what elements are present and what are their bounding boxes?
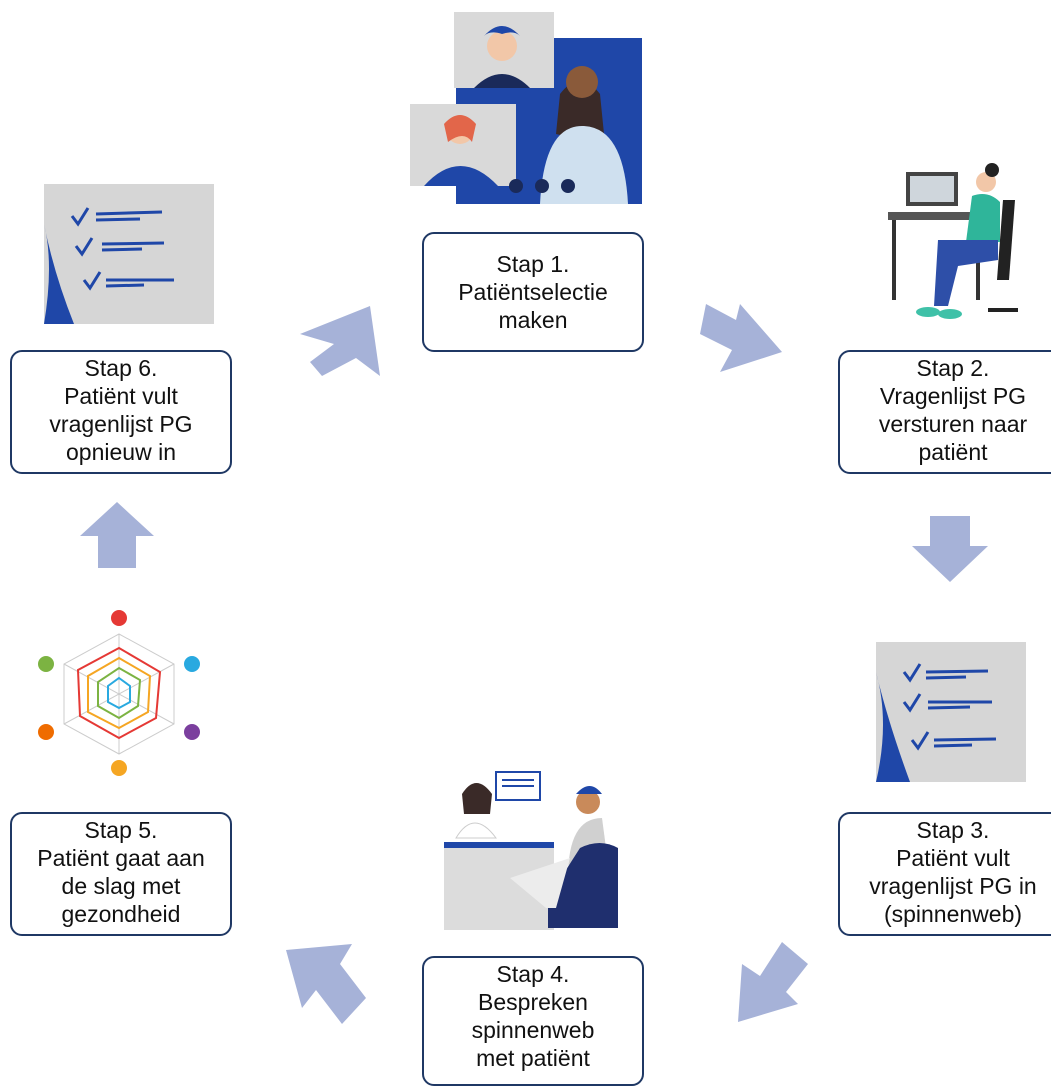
arrow-6-to-1 <box>300 306 380 376</box>
video-call-illustration <box>410 12 642 204</box>
checklist-illustration-2 <box>876 642 1026 782</box>
step-6-box: Stap 6. Patiënt vult vragenlijst PG opni… <box>10 350 232 474</box>
step-2-box: Stap 2. Vragenlijst PG versturen naar pa… <box>838 350 1051 474</box>
computer-work-illustration <box>888 163 1018 319</box>
spider-web-chart-illustration <box>38 610 200 776</box>
step-5-box: Stap 5. Patiënt gaat aan de slag met gez… <box>10 812 232 936</box>
step-4-box: Stap 4. Bespreken spinnenweb met patiënt <box>422 956 644 1086</box>
arrow-3-to-4 <box>738 942 808 1022</box>
arrow-2-to-3 <box>912 516 988 582</box>
consultation-illustration <box>444 771 618 930</box>
step-1-box: Stap 1. Patiëntselectie maken <box>422 232 644 352</box>
arrow-1-to-2 <box>700 304 782 372</box>
arrow-5-to-6 <box>80 502 154 568</box>
step-3-box: Stap 3. Patiënt vult vragenlijst PG in (… <box>838 812 1051 936</box>
checklist-illustration-1 <box>44 184 214 324</box>
arrow-4-to-5 <box>286 944 366 1024</box>
